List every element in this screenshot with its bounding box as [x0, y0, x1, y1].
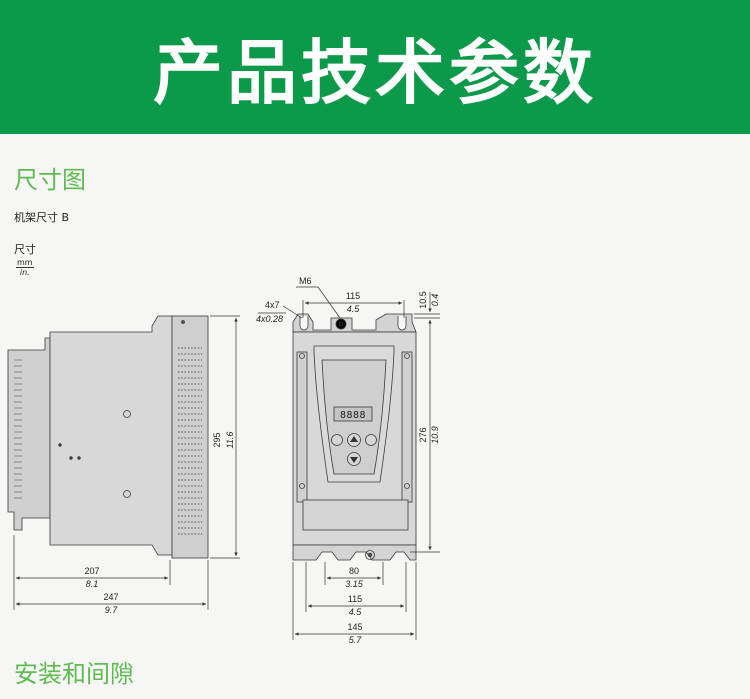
heatsink-vents [178, 347, 202, 535]
page-title: 产品技术参数 [153, 31, 597, 114]
unit-in: in. [19, 268, 30, 277]
side-dimensions [13, 315, 240, 610]
dim-width-total-in: 5.7 [349, 635, 363, 645]
dim-depth-total-in: 9.7 [105, 605, 119, 615]
dim-width-bottom-inner-in: 3.15 [345, 579, 364, 589]
dim-width-top-in: 4.5 [347, 304, 361, 314]
frame-size-label: 机架尺寸 B [14, 211, 70, 224]
unit-label: 尺寸 [14, 243, 36, 256]
section-title-dimensions: 尺寸图 [14, 166, 86, 194]
dim-hole-in: 4x0.28 [256, 314, 283, 324]
header-banner [0, 0, 750, 134]
front-dimensions [258, 286, 440, 640]
dim-width-total-mm: 145 [347, 622, 362, 632]
dim-height-mount-in: 10.9 [430, 426, 440, 444]
dim-width-bottom-inner-mm: 80 [349, 566, 359, 576]
display-readout: 8888 [340, 410, 366, 421]
dim-depth-body-mm: 207 [84, 566, 99, 576]
side-vents-left [14, 359, 22, 499]
dim-depth-total-mm: 247 [103, 592, 118, 602]
dim-height-total-in: 11.6 [225, 432, 235, 449]
dim-depth-body-in: 8.1 [86, 579, 99, 589]
dim-top-offset-mm: 10.5 [418, 291, 428, 309]
dim-width-bottom-mount-mm: 115 [348, 594, 362, 604]
keypad-glyphs [350, 436, 358, 463]
dim-width-bottom-mount-in: 4.5 [349, 607, 363, 617]
dim-hole-mm: 4x7 [265, 300, 280, 310]
side-view [7, 315, 209, 559]
dim-height-total-mm: 295 [212, 432, 222, 447]
dim-width-top-mm: 115 [346, 291, 360, 301]
section-title-installation: 安装和间隙 [14, 660, 134, 688]
dim-screw-size: M6 [299, 276, 312, 286]
dim-height-mount-mm: 276 [418, 427, 428, 442]
unit-mm: mm [16, 258, 34, 268]
unit-fraction: mm in. [16, 258, 34, 277]
dim-top-offset-in: 0.4 [430, 294, 440, 307]
